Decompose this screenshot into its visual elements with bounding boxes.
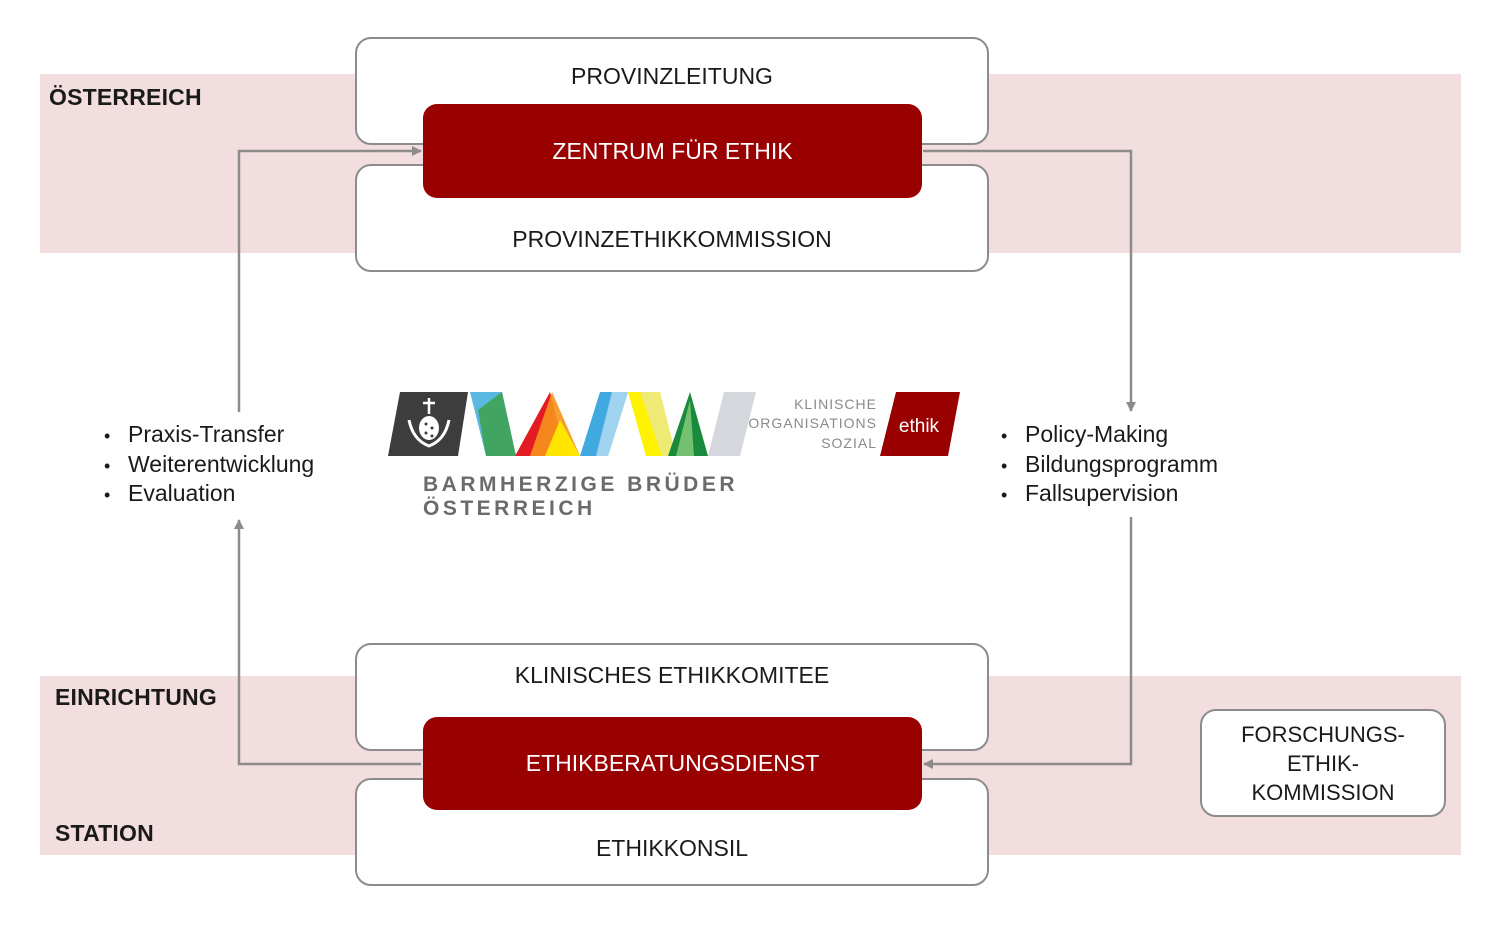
logo-tag-organisations: ORGANISATIONS	[748, 415, 877, 431]
provinzethikkommission-label: PROVINZETHIKKOMMISSION	[512, 226, 832, 252]
left-list-item: Evaluation	[100, 479, 314, 509]
forschung-line-1: FORSCHUNGS-	[1241, 721, 1405, 747]
logo-org-line-2: ÖSTERREICH	[423, 497, 596, 520]
left-list-item: Weiterentwicklung	[100, 450, 314, 480]
arrow-right-list-to-beratung	[923, 517, 1133, 769]
ethik-badge-label: ethik	[899, 416, 940, 437]
ethikkonsil-label: ETHIKKONSIL	[595, 835, 749, 861]
logo-tag-klinische: KLINISCHE	[794, 396, 877, 412]
label-station: STATION	[55, 820, 154, 846]
right-list-item: Policy-Making	[997, 420, 1218, 450]
zentrum-fuer-ethik-label: ZENTRUM FÜR ETHIK	[552, 137, 793, 164]
provinzleitung-label: PROVINZLEITUNG	[571, 63, 773, 89]
label-einrichtung: EINRICHTUNG	[55, 684, 217, 710]
right-list-item: Fallsupervision	[997, 479, 1218, 509]
emblem-icon	[388, 392, 468, 456]
zentrum-fuer-ethik-box: ZENTRUM FÜR ETHIK	[423, 104, 922, 198]
logo-org-line-1: BARMHERZIGE BRÜDER	[423, 473, 738, 496]
ethikberatungsdienst-box: ETHIKBERATUNGSDIENST	[423, 717, 922, 810]
right-list-item: Bildungsprogramm	[997, 450, 1218, 480]
ethik-badge: ethik	[880, 392, 960, 456]
logo-tag-sozial: SOZIAL	[821, 435, 877, 451]
left-list-item: Praxis-Transfer	[100, 420, 314, 450]
right-bullet-list: Policy-Making Bildungsprogramm Fallsuper…	[997, 420, 1218, 509]
ethikberatungsdienst-label: ETHIKBERATUNGSDIENST	[525, 750, 820, 776]
forschung-line-3: KOMMISSION	[1251, 779, 1395, 805]
forschung-line-2: ETHIK-	[1286, 750, 1360, 776]
color-stripes-icon	[470, 392, 756, 456]
arrow-left-up-to-zentrum	[237, 146, 422, 412]
label-oesterreich: ÖSTERREICH	[49, 84, 202, 110]
klinisches-ethikkomitee-label: KLINISCHES ETHIKKOMITEE	[514, 662, 830, 688]
forschungsethikkommission-box: FORSCHUNGS- ETHIK- KOMMISSION	[1200, 709, 1446, 817]
arrow-beratung-to-left-list	[234, 519, 421, 766]
arrow-zentrum-to-right-list	[923, 149, 1136, 412]
left-bullet-list: Praxis-Transfer Weiterentwicklung Evalua…	[100, 420, 314, 509]
